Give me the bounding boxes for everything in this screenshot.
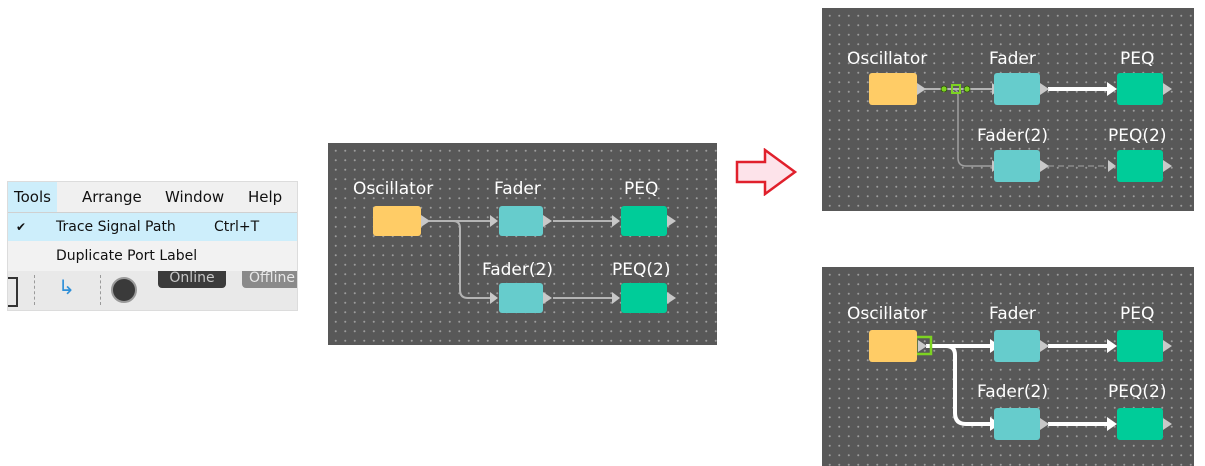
- output-port-icon[interactable]: [421, 215, 430, 227]
- block-label-fader: Fader: [494, 179, 541, 199]
- menu-window[interactable]: Window: [165, 188, 225, 206]
- block-label-fader2: Fader(2): [977, 382, 1048, 402]
- peq-block[interactable]: [1117, 330, 1163, 362]
- fader-block[interactable]: [994, 330, 1040, 362]
- block-label-peq2: PEQ(2): [1108, 126, 1167, 146]
- fader2-block[interactable]: [994, 408, 1040, 440]
- block-label-oscillator: Oscillator: [847, 49, 928, 69]
- peq2-block[interactable]: [1117, 408, 1163, 440]
- menu-item-label: Duplicate Port Label: [56, 248, 198, 264]
- block-label-peq: PEQ: [1120, 49, 1155, 69]
- online-button[interactable]: Online: [158, 271, 226, 288]
- output-port-icon[interactable]: [1040, 160, 1049, 172]
- output-port-icon[interactable]: [1163, 160, 1172, 172]
- output-port-icon[interactable]: [543, 215, 552, 227]
- toolbar-separator: [100, 275, 101, 305]
- block-label-fader2: Fader(2): [482, 260, 553, 280]
- output-port-icon[interactable]: [917, 83, 926, 95]
- wires: [429, 215, 620, 304]
- menubar: Tools Arrange Window Help: [8, 182, 297, 212]
- check-icon: ✔: [16, 220, 27, 234]
- fader2-block[interactable]: [499, 283, 543, 313]
- menu-item-trace-signal-path[interactable]: ✔ Trace Signal Path Ctrl+T: [8, 213, 297, 241]
- offline-button[interactable]: Offline: [242, 271, 297, 288]
- block-label-peq2: PEQ(2): [1108, 382, 1167, 402]
- block-label-peq2: PEQ(2): [612, 260, 671, 280]
- design-canvas-before[interactable]: Oscillator Fader PEQ Fader(2) PEQ(2): [328, 143, 717, 345]
- selection-handles-icon[interactable]: [940, 84, 971, 94]
- fader-block[interactable]: [994, 73, 1040, 105]
- toolbar: ↳ Online Offline: [8, 271, 297, 310]
- menu-item-duplicate-port-label[interactable]: Duplicate Port Label: [8, 242, 297, 270]
- record-icon[interactable]: [111, 277, 137, 303]
- output-port-icon[interactable]: [1040, 83, 1049, 95]
- design-canvas-port-traced[interactable]: Oscillator Fader PEQ Fader(2) PEQ(2): [822, 267, 1194, 466]
- peq-block[interactable]: [621, 206, 667, 236]
- fader-block[interactable]: [499, 206, 543, 236]
- oscillator-block[interactable]: [373, 206, 421, 236]
- peq-block[interactable]: [1117, 73, 1163, 105]
- output-port-icon[interactable]: [1040, 418, 1049, 430]
- toolbar-separator: [34, 275, 35, 305]
- output-port-icon[interactable]: [543, 292, 552, 304]
- menu-help[interactable]: Help: [248, 188, 283, 206]
- block-label-peq: PEQ: [1120, 304, 1155, 324]
- block-label-fader: Fader: [989, 49, 1036, 69]
- peq2-block[interactable]: [1117, 150, 1163, 182]
- design-canvas-wire-traced[interactable]: Oscillator Fader PEQ Fader(2) PEQ(2): [822, 8, 1194, 211]
- tools-dropdown: ✔ Trace Signal Path Ctrl+T Duplicate Por…: [8, 212, 297, 272]
- output-port-icon[interactable]: [1040, 340, 1049, 352]
- output-port-icon[interactable]: [918, 340, 927, 352]
- oscillator-block[interactable]: [869, 73, 917, 105]
- oscillator-block[interactable]: [869, 330, 917, 362]
- output-port-icon[interactable]: [1163, 340, 1172, 352]
- block-label-peq: PEQ: [624, 179, 659, 199]
- menu-screenshot: Tools Arrange Window Help ✔ Trace Signal…: [8, 182, 297, 310]
- output-port-icon[interactable]: [1163, 418, 1172, 430]
- block-label-fader2: Fader(2): [977, 126, 1048, 146]
- result-arrow-icon: [735, 148, 798, 196]
- menu-item-shortcut: Ctrl+T: [214, 219, 260, 235]
- arrow-right-icon[interactable]: ↳: [58, 275, 75, 299]
- peq2-block[interactable]: [621, 283, 667, 313]
- fader2-block[interactable]: [994, 150, 1040, 182]
- menu-arrange[interactable]: Arrange: [82, 188, 142, 206]
- block-label-oscillator: Oscillator: [353, 179, 434, 199]
- output-port-icon[interactable]: [667, 292, 676, 304]
- output-port-icon[interactable]: [667, 215, 676, 227]
- menu-item-label: Trace Signal Path: [56, 219, 176, 235]
- block-label-fader: Fader: [989, 304, 1036, 324]
- toolbar-edge-icon: [8, 277, 18, 307]
- menu-tools[interactable]: Tools: [8, 182, 57, 212]
- wires: [925, 82, 1117, 172]
- output-port-icon[interactable]: [1163, 83, 1172, 95]
- block-label-oscillator: Oscillator: [847, 304, 928, 324]
